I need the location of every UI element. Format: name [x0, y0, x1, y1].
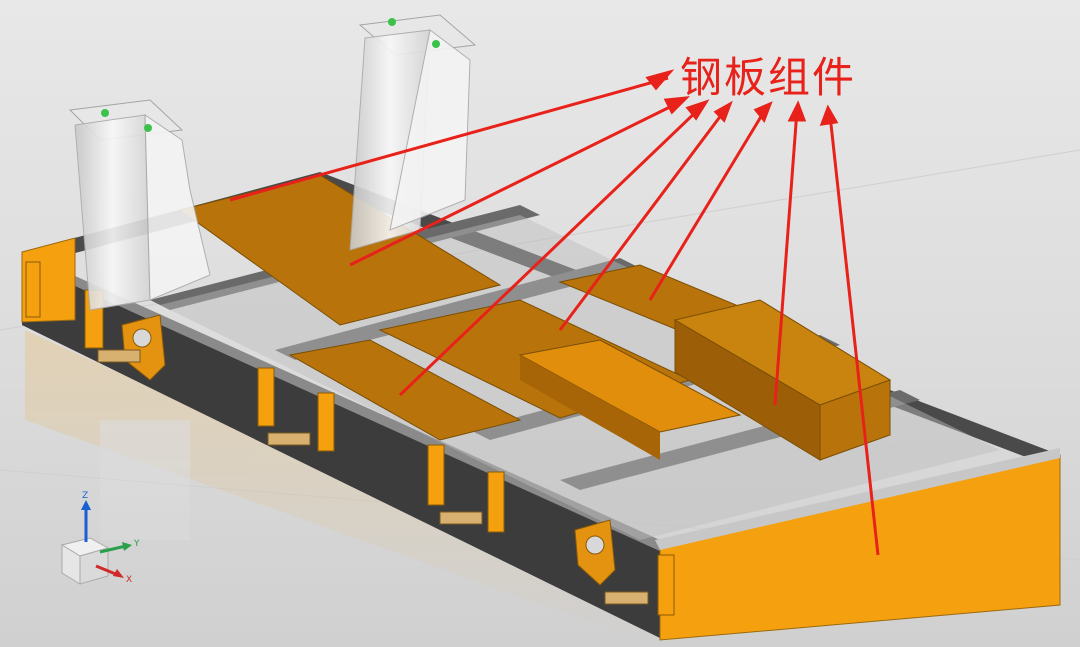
callout-arrows: [229, 69, 880, 556]
transparent-support-center: [349, 14, 477, 251]
y-axis-arrow: [99, 544, 127, 554]
x-axis-arrow: [95, 564, 119, 577]
y-axis-label: Y: [133, 539, 140, 549]
x-axis-label: X: [126, 575, 132, 585]
z-axis-label: Z: [82, 491, 88, 501]
transparent-support-left: [68, 99, 211, 311]
mount-pads: [97, 349, 649, 605]
coordinate-triad[interactable]: Z Y X: [60, 491, 140, 585]
steel-plate-group: [178, 174, 892, 461]
lifting-lugs: [121, 314, 616, 586]
steel-block-front: [819, 379, 891, 461]
steel-plate-assembly-label: 钢板组件: [680, 53, 857, 102]
